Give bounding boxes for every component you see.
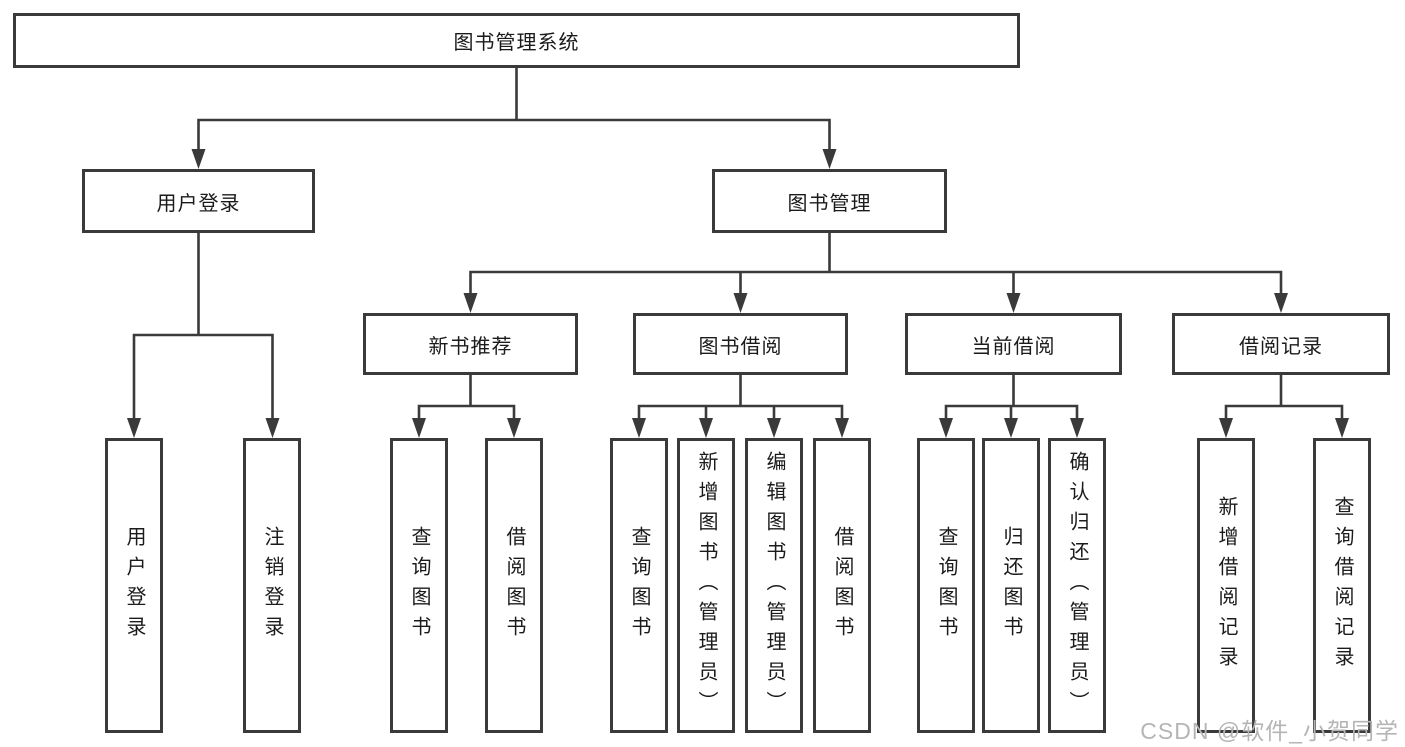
node-user-login-branch: 用户登录 [82,169,315,233]
edge-borrow-to-leaves [637,375,844,420]
leaf-current-confirm-return-admin: 确认归还（管理员） [1048,438,1106,733]
leaf-label: 用户登录 [123,525,145,646]
arrowhead [191,149,206,169]
leaf-label: 编辑图书（管理员） [763,450,785,721]
leaf-label: 确认归还（管理员） [1066,450,1088,721]
leaf-label: 借阅图书 [831,525,853,646]
node-current-borrowing: 当前借阅 [905,313,1122,375]
arrowheads [127,149,1349,438]
node-library-management-system: 图书管理系统 [13,13,1020,68]
arrowhead [699,418,713,438]
leaf-recommend-borrow-books: 借阅图书 [485,438,543,733]
leaf-label: 归还图书 [1000,525,1022,646]
arrowhead [733,293,748,313]
edge-root-to-level2 [197,68,831,152]
node-book-management: 图书管理 [712,169,947,233]
edge-current-to-leaves [944,375,1079,420]
leaf-label: 新增图书（管理员） [695,450,717,721]
leaf-label: 注销登录 [261,525,283,646]
leaf-label: 查询图书 [408,525,430,646]
arrowhead [507,418,521,438]
arrowhead [835,418,849,438]
arrowhead [1004,418,1018,438]
arrowhead [632,418,646,438]
csdn-watermark: CSDN @软件_小贺同学 [1140,718,1399,744]
leaf-label: 借阅图书 [503,525,525,646]
leaf-label: 查询图书 [628,525,650,646]
edge-login-to-leaves [132,233,274,420]
leaf-label: 新增借阅记录 [1215,495,1237,676]
leaf-label: 查询借阅记录 [1331,495,1353,676]
arrowhead [822,149,837,169]
leaf-records-query-record: 查询借阅记录 [1313,438,1371,733]
arrowhead [1070,418,1084,438]
leaf-logout: 注销登录 [243,438,301,733]
arrowhead [127,418,141,438]
arrowhead [1274,293,1288,313]
arrowhead [767,418,781,438]
leaf-borrowing-add-books-admin: 新增图书（管理员） [677,438,735,733]
edge-recommend-to-leaves [417,375,516,420]
leaf-label: 查询图书 [935,525,957,646]
arrowhead [1219,418,1233,438]
leaf-records-add-record: 新增借阅记录 [1197,438,1255,733]
leaf-current-return-books: 归还图书 [982,438,1040,733]
node-borrowing-records: 借阅记录 [1172,313,1390,375]
arrowhead [939,418,953,438]
edge-records-to-leaves [1224,375,1344,420]
arrowhead [265,418,280,438]
arrowhead [1006,293,1021,313]
node-book-borrowing: 图书借阅 [633,313,848,375]
arrowhead [463,293,478,313]
leaf-borrowing-edit-books-admin: 编辑图书（管理员） [745,438,803,733]
leaf-borrowing-borrow-books: 借阅图书 [813,438,871,733]
leaf-recommend-query-books: 查询图书 [390,438,448,733]
leaf-borrowing-query-books: 查询图书 [610,438,668,733]
leaf-user-login: 用户登录 [105,438,163,733]
arrowhead [412,418,426,438]
leaf-current-query-books: 查询图书 [917,438,975,733]
arrowhead [1335,418,1349,438]
node-new-book-recommend: 新书推荐 [363,313,578,375]
edge-mgmt-to-level3 [469,233,1283,295]
